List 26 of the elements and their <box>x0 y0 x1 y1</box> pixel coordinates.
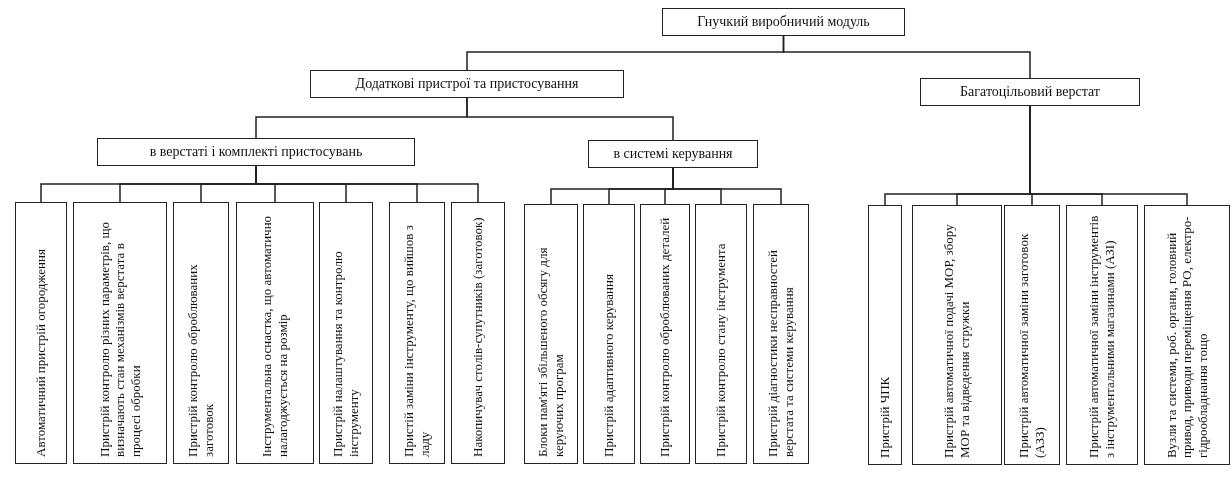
component-box: Пристрій автоматичної подачі МОР, збору МОР та відведення стружки <box>912 205 1002 465</box>
connector-line <box>255 165 479 203</box>
component-box: Пристрій адаптивного керування <box>583 204 635 464</box>
connector-line <box>672 167 782 205</box>
connector-line <box>782 35 1031 79</box>
category-box: Гнучкий виробничий модуль <box>662 8 905 36</box>
category-box: в верстаті і комплекті пристосувань <box>97 138 415 166</box>
component-box: Пристрій налаштування та контролю інструменту <box>319 202 373 464</box>
component-box: Пристрій контролю стану інструмента <box>695 204 747 464</box>
component-box: Пристрій ЧПК <box>868 205 902 465</box>
component-box: Пристрій автоматичної заміни заготовок (АЗЗ) <box>1004 205 1060 465</box>
component-box: Пристрій контролю різних параметрів, що визначають стан механізмів верстата в процесі обробки <box>73 202 167 464</box>
component-box: Пристрій контролю оброблюваних заготовок <box>173 202 229 464</box>
connector-line <box>466 97 674 141</box>
component-box: Автоматичний пристрій огородження <box>15 202 67 464</box>
component-box: Пристрій автоматичної заміни інструментів з інструментальними магазинами (АЗІ) <box>1066 205 1138 465</box>
category-box: Додаткові пристрої та пристосування <box>310 70 624 98</box>
component-box: Блоки пам'яті збільшеного обсягу для керуючих програм <box>524 204 578 464</box>
component-box: Пристій заміни інструменту, що вийшов з ладу <box>389 202 445 464</box>
connector-line <box>1029 105 1188 206</box>
component-box: Пристрій контролю оброблюваних деталей <box>640 204 690 464</box>
category-box: Багатоцільовий верстат <box>920 78 1140 106</box>
component-box: Пристрій діагностики несправностей верстата та системи керування <box>753 204 809 464</box>
component-box: Вузли та системи, роб. органи, головний привод, приводи переміщення РО, електро-гідрообладнання тощо <box>1144 205 1230 465</box>
category-box: в системі керування <box>588 140 758 168</box>
component-box: Накопичувач столів-супутників (заготовок) <box>451 202 505 464</box>
